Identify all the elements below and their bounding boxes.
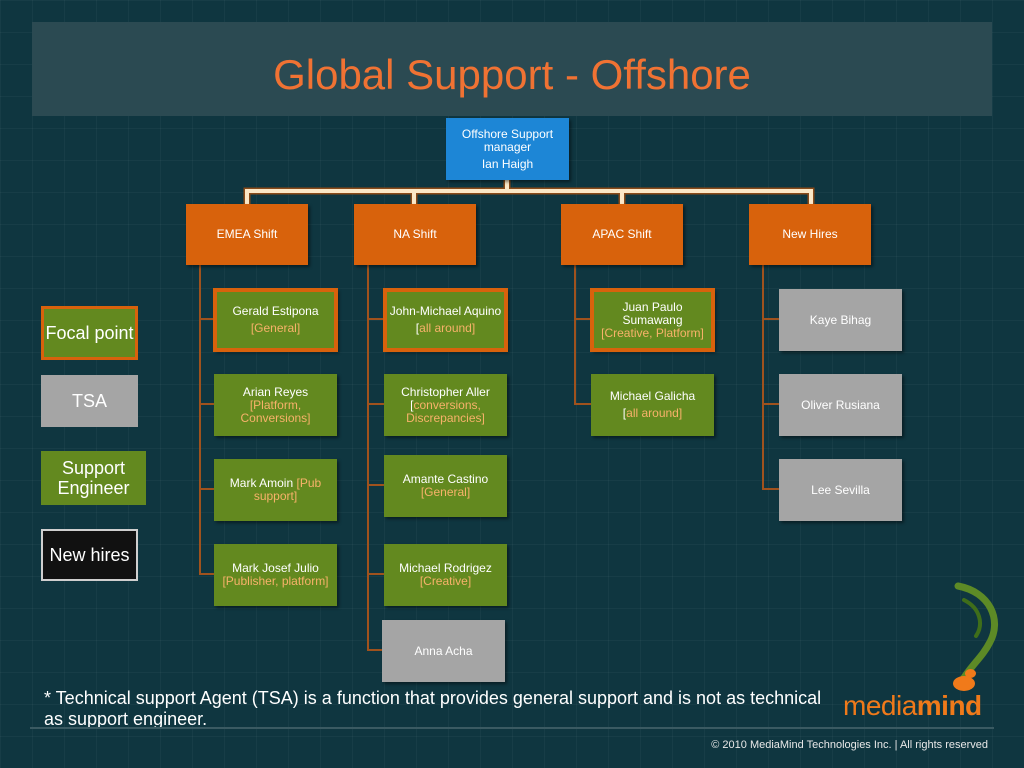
member-michael-rodrigez[interactable]: Michael Rodrigez [Creative]	[384, 544, 507, 606]
member-name: Kaye Bihag	[809, 312, 872, 327]
member-name: Christopher Aller	[401, 384, 490, 399]
member-michael-galicha[interactable]: Michael Galicha [all around]	[591, 374, 714, 436]
member-note: conversions, Discrepancies]	[406, 397, 485, 425]
manager-name: Ian Haigh	[481, 156, 534, 171]
legend-support-engineer: Support Engineer	[41, 451, 146, 505]
member-name: Michael Galicha	[609, 389, 696, 403]
member-amante-castino[interactable]: Amante Castino [General]	[384, 455, 507, 517]
copyright: © 2010 MediaMind Technologies Inc. | All…	[711, 739, 988, 751]
shift-emea[interactable]: EMEA Shift	[186, 204, 308, 265]
member-note-line: [all around]	[623, 407, 682, 420]
page-title: Global Support - Offshore	[273, 51, 751, 98]
member-note-line: [conversions, Discrepancies]	[388, 397, 503, 425]
member-note: [Publisher, platform]	[222, 574, 329, 588]
member-note: [Creative]	[419, 574, 472, 588]
legend-focal-point: Focal point	[41, 306, 138, 360]
member-note: [Pub support]	[253, 476, 322, 503]
member-note: [General]	[420, 485, 471, 499]
member-note: [Platform, Conversions]	[240, 397, 311, 425]
member-christopher-aller[interactable]: Christopher Aller [conversions, Discrepa…	[384, 374, 507, 436]
manager-role: Offshore Support manager	[461, 126, 554, 154]
member-note: [General]	[250, 321, 301, 335]
member-arian-reyes[interactable]: Arian Reyes [Platform, Conversions]	[214, 374, 337, 436]
member-note: all around]	[419, 321, 476, 335]
member-name: Michael Rodrigez	[399, 561, 492, 575]
member-anna-acha[interactable]: Anna Acha	[382, 620, 505, 682]
shift-branches	[199, 264, 781, 651]
shift-label: NA Shift	[393, 227, 437, 241]
member-note-prefix: [	[622, 406, 627, 420]
manager-box[interactable]: Offshore Support manager Ian Haigh	[446, 118, 569, 180]
shift-label: New Hires	[782, 227, 838, 241]
member-name: Arian Reyes	[242, 384, 309, 399]
member-name: Mark Amoin	[229, 476, 294, 490]
logo-part-mind: mind	[916, 690, 982, 721]
title-band	[32, 22, 992, 116]
member-note: [Creative, Platform]	[601, 325, 704, 340]
member-kaye-bihag[interactable]: Kaye Bihag	[779, 289, 902, 351]
member-name: John-Michael Aquino	[389, 304, 502, 318]
member-oliver-rusiana[interactable]: Oliver Rusiana	[779, 374, 902, 436]
logo-bubble-icon	[953, 669, 976, 691]
swirl-decoration-icon	[954, 582, 998, 688]
member-juan-paulo-sumawang[interactable]: Juan Paulo Sumawang [Creative, Platform]	[591, 289, 714, 351]
shift-apac[interactable]: APAC Shift	[561, 204, 683, 265]
footnote: * Technical support Agent (TSA) is a fun…	[44, 688, 822, 729]
shift-new-hires[interactable]: New Hires	[749, 204, 871, 265]
member-name: Oliver Rusiana	[801, 397, 880, 412]
member-mark-josef-julio[interactable]: Mark Josef Julio [Publisher, platform]	[214, 544, 337, 606]
member-gerald-estipona[interactable]: Gerald Estipona [General]	[214, 289, 337, 351]
member-name: Amante Castino	[402, 472, 489, 486]
member-name-and-note: Mark Amoin [Pub support]	[218, 477, 333, 503]
shift-label: EMEA Shift	[216, 227, 278, 241]
logo-part-media: media	[843, 690, 917, 721]
member-note: all around]	[626, 406, 683, 420]
member-lee-sevilla[interactable]: Lee Sevilla	[779, 459, 902, 521]
legend-new-hires: New hires	[41, 529, 138, 581]
member-name: Mark Josef Julio	[232, 561, 319, 575]
shift-na[interactable]: NA Shift	[354, 204, 476, 265]
shift-label: APAC Shift	[592, 227, 652, 241]
manager-bus	[243, 176, 815, 209]
member-mark-amoin[interactable]: Mark Amoin [Pub support]	[214, 459, 337, 521]
member-note-prefix: [	[410, 397, 414, 412]
member-note-prefix: [	[415, 321, 420, 335]
legend-tsa: TSA	[41, 375, 138, 427]
member-name: Gerald Estipona	[232, 304, 319, 318]
member-note-line: [all around]	[416, 322, 475, 335]
member-name: Juan Paulo Sumawang	[622, 299, 683, 327]
mediamind-logo: mediamind	[843, 690, 982, 722]
member-name: Anna Acha	[414, 643, 473, 658]
member-john-michael-aquino[interactable]: John-Michael Aquino [all around]	[384, 289, 507, 351]
member-name: Lee Sevilla	[811, 482, 870, 497]
footer-divider	[30, 727, 994, 729]
